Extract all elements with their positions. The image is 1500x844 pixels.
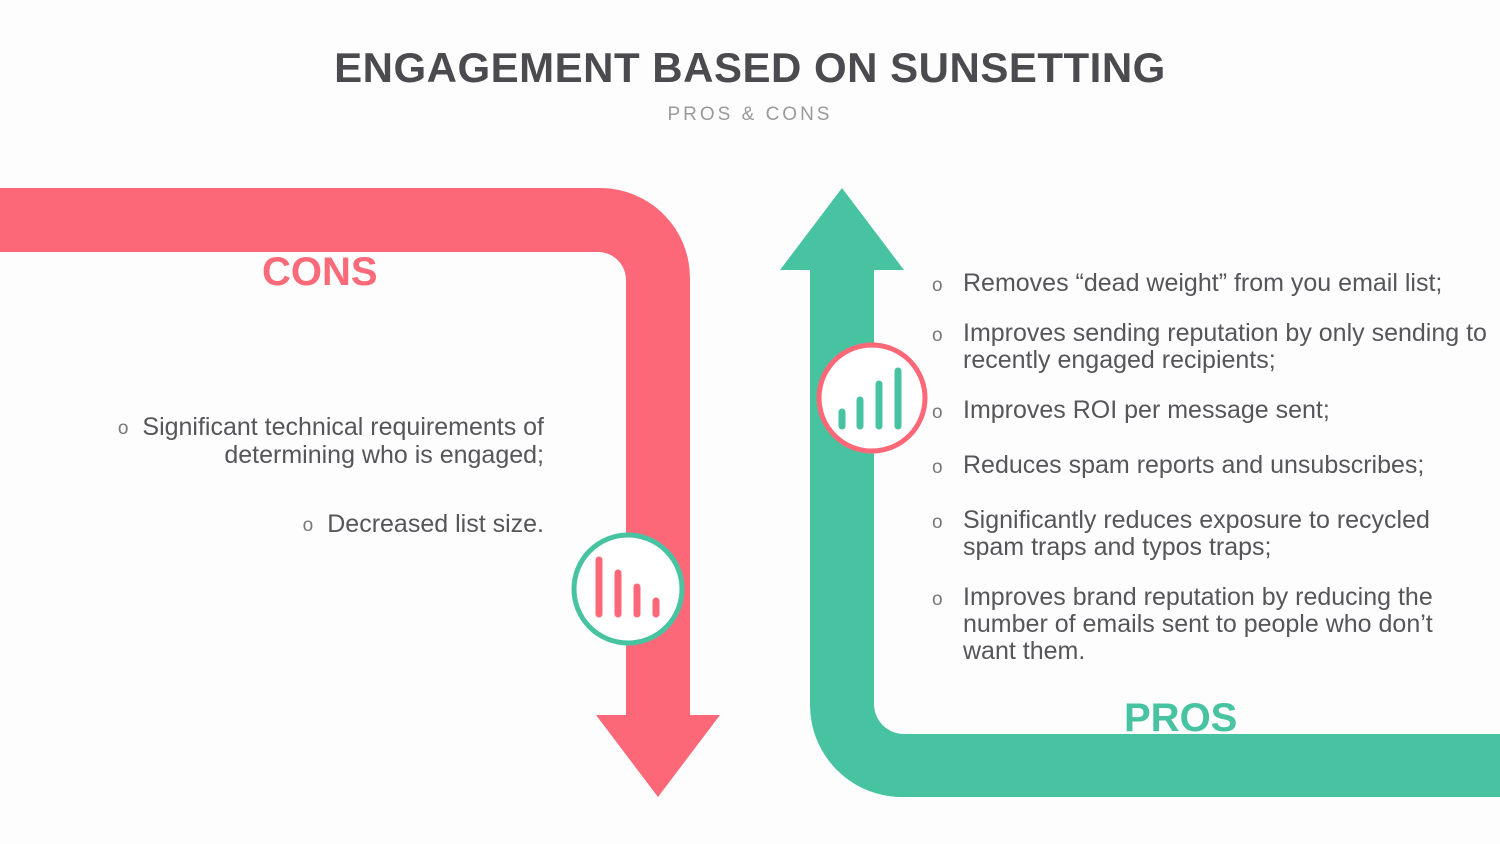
pros-item-text: Reduces spam reports and unsubscribes; <box>963 451 1425 479</box>
pros-item: o Significantly reduces exposure to recyc… <box>932 507 1492 561</box>
pros-list: o Removes “dead weight” from you email li… <box>932 270 1492 688</box>
cons-label: CONS <box>262 250 378 294</box>
pros-item: o Improves sending reputation by only sen… <box>932 320 1492 374</box>
cons-item-text: Significant technical requirements of de… <box>142 413 544 469</box>
bullet-icon: o <box>117 418 129 439</box>
bullet-icon: o <box>932 325 943 346</box>
increasing-bars-icon <box>816 342 928 454</box>
cons-arrow <box>0 188 720 797</box>
pros-item: o Improves brand reputation by reducing t… <box>932 584 1492 665</box>
bullet-icon: o <box>932 589 943 610</box>
bullet-icon: o <box>932 275 943 296</box>
cons-item: o Decreased list size. <box>24 511 544 539</box>
pros-item: o Reduces spam reports and unsubscribes; <box>932 452 1492 479</box>
pros-item-text: Significantly reduces exposure to recycl… <box>963 506 1430 561</box>
cons-item: o Significant technical requirements of d… <box>24 414 544 469</box>
pros-item-text: Improves ROI per message sent; <box>963 396 1330 424</box>
cons-item-text: Decreased list size. <box>327 510 544 538</box>
bullet-icon: o <box>932 512 943 533</box>
pros-item: o Removes “dead weight” from you email li… <box>932 270 1492 297</box>
page-title: ENGAGEMENT BASED ON SUNSETTING <box>334 44 1166 91</box>
pros-label: PROS <box>1124 696 1238 740</box>
bullet-icon: o <box>302 515 314 536</box>
decreasing-bars-icon <box>571 532 685 646</box>
pros-item-text: Improves brand reputation by reducing th… <box>963 583 1433 665</box>
pros-arrow <box>780 188 1500 798</box>
pros-item-text: Improves sending reputation by only send… <box>963 319 1487 374</box>
pros-item-text: Removes “dead weight” from you email lis… <box>963 269 1443 297</box>
page-subtitle: PROS & CONS <box>667 104 833 125</box>
pros-item: o Improves ROI per message sent; <box>932 397 1492 424</box>
bullet-icon: o <box>932 402 943 423</box>
bullet-icon: o <box>932 457 943 478</box>
cons-list: o Significant technical requirements of d… <box>24 414 544 581</box>
